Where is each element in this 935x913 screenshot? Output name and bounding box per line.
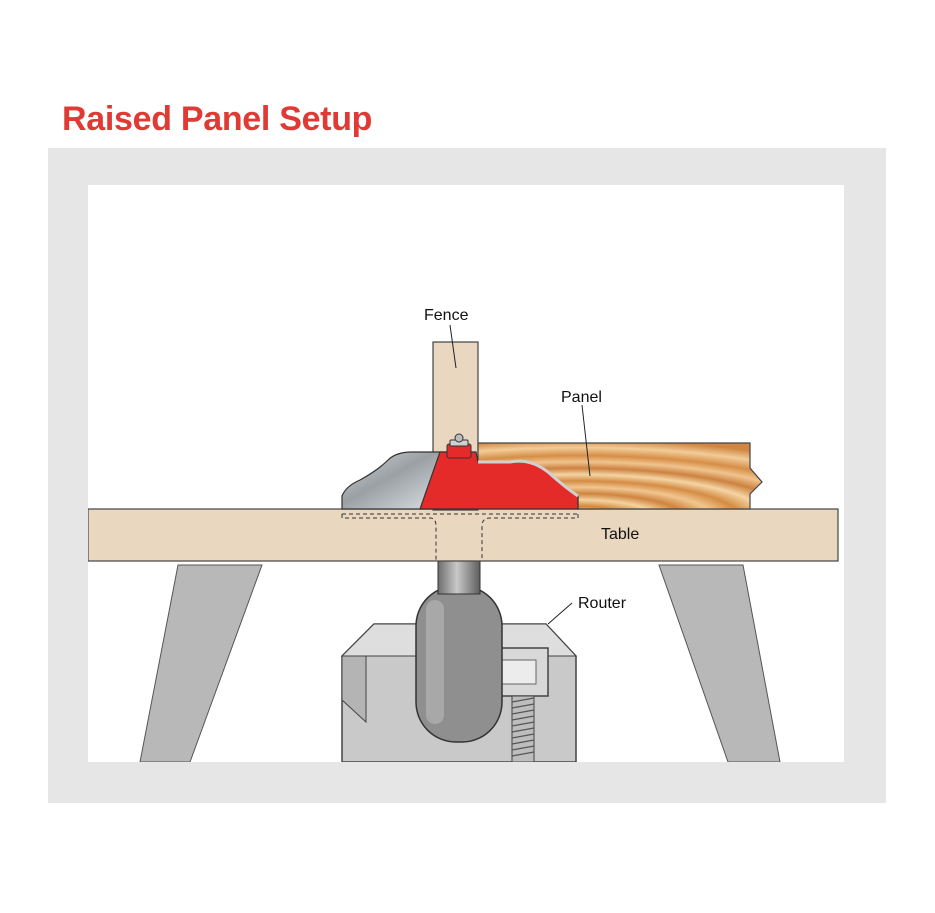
panel-label: Panel	[561, 389, 602, 406]
panel-leader	[581, 404, 591, 477]
screw-threads	[511, 697, 535, 757]
diagram-title: Raised Panel Setup	[62, 100, 373, 138]
left-table-leg	[139, 564, 263, 762]
table-recess-outline	[341, 513, 579, 561]
router-leader	[547, 602, 573, 625]
router-bit-steel-edge	[478, 459, 579, 498]
router-table	[88, 508, 839, 562]
router-label: Router	[578, 595, 627, 612]
router-shaft	[437, 559, 481, 595]
router-bit-wing	[341, 451, 447, 510]
router-bit-screw	[454, 433, 464, 443]
router-motor-highlight	[426, 600, 444, 724]
fence-label: Fence	[424, 307, 469, 324]
router	[340, 559, 578, 762]
table-label: Table	[601, 526, 639, 543]
right-table-leg	[658, 564, 781, 762]
router-housing-bevel-left	[341, 655, 367, 724]
router-bracket-inner	[501, 659, 537, 685]
fence-leader	[449, 324, 457, 369]
